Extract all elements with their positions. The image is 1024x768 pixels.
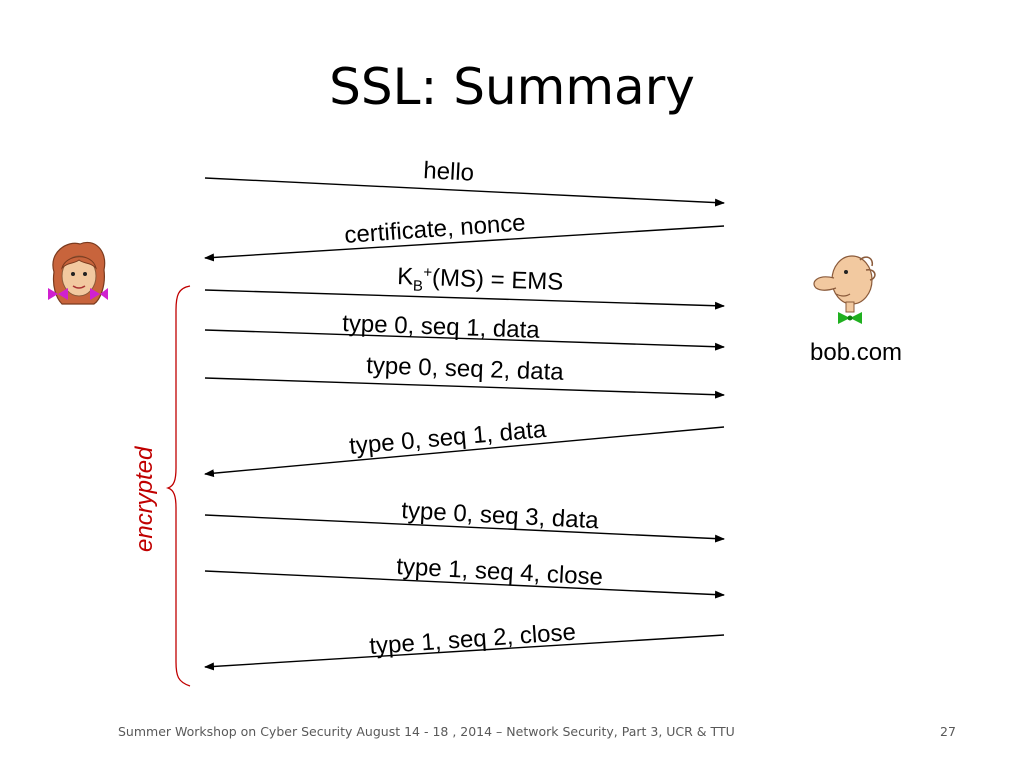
page-number: 27 (940, 724, 956, 739)
message-label-ems: KB+(MS) = EMS (397, 263, 564, 300)
alice-girl-icon (48, 241, 108, 305)
message-label: type 0, seq 1, data (348, 416, 548, 460)
arrow-c2s-seq2 (204, 377, 725, 399)
message-arrows (204, 177, 725, 671)
footer-text: Summer Workshop on Cyber Security August… (118, 724, 735, 739)
message-label: type 0, seq 1, data (342, 310, 541, 344)
arrow-ems (204, 289, 725, 310)
message-label: type 0, seq 2, data (366, 352, 565, 386)
message-labels: hello certificate, nonce KB+(MS) = EMS t… (342, 157, 604, 660)
arrow-c2s-close (204, 570, 725, 599)
arrow-c2s-seq3 (204, 514, 725, 543)
arrow-s2c-seq1 (204, 426, 725, 478)
message-label: certificate, nonce (344, 209, 527, 249)
ems-key-subscript: B (413, 278, 424, 295)
arrow-certificate-nonce (204, 225, 725, 262)
ems-key-base: K (397, 263, 414, 291)
ems-rest: (MS) = EMS (432, 264, 564, 296)
message-label: type 1, seq 4, close (396, 553, 604, 591)
encrypted-label: encrypted (131, 446, 158, 552)
message-label: type 1, seq 2, close (369, 619, 577, 660)
arrow-c2s-seq1 (204, 329, 725, 351)
arrow-hello (204, 177, 725, 207)
arrow-s2c-close (204, 634, 725, 671)
message-label: hello (423, 157, 475, 187)
bob-man-icon (813, 255, 876, 324)
message-label: type 0, seq 3, data (401, 497, 600, 534)
server-name: bob.com (810, 339, 902, 366)
ems-key-superscript: + (423, 264, 433, 281)
encrypted-brace (165, 285, 191, 687)
slide-title: SSL: Summary (329, 58, 695, 116)
